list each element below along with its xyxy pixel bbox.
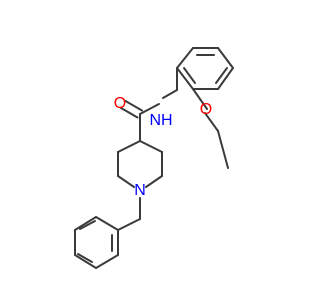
bond-benzyl-methylene-aryl <box>117 218 141 231</box>
lower-ring-bond-6 <box>95 216 119 231</box>
piperidine-bond-6 <box>117 140 141 153</box>
upper-ring-bond-1 <box>176 47 194 69</box>
bond-ethyl-2 <box>217 130 229 169</box>
upper-ring-double-bond-inner-3 <box>183 67 196 84</box>
bond-carbonyl-carbon-nitrogen <box>139 103 160 115</box>
upper-ring-bond-3 <box>217 47 234 69</box>
piperidine-bond-1 <box>139 140 163 153</box>
amide-nitrogen-label: NH <box>149 112 172 129</box>
piperidine-bond-3 <box>145 175 163 188</box>
lower-ring-bond-2 <box>95 254 119 269</box>
upper-ring-double-bond-inner-2 <box>215 67 228 84</box>
bond-carbonyl-double-b <box>124 100 143 112</box>
carbonyl-oxygen-label: O <box>114 95 126 112</box>
bond-ether-oxygen-ethyl-1 <box>204 112 219 132</box>
lower-ring-bond-5 <box>74 216 97 231</box>
lower-ring-double-bond-inner-3 <box>79 220 96 230</box>
upper-ring-bond-6 <box>176 67 194 90</box>
lower-ring-double-bond-inner-2 <box>77 253 93 263</box>
molecule-canvas: O NH O N <box>74 47 234 269</box>
piperidine-nitrogen-label: N <box>134 182 146 199</box>
bond-carbonyl-double-a <box>120 107 139 119</box>
bond-nitrogen-methylene <box>162 89 178 99</box>
upper-ring-bond-4 <box>217 67 234 90</box>
piperidine-bond-4 <box>117 175 135 188</box>
lower-ring-bond-3 <box>74 254 97 269</box>
ether-oxygen-label: O <box>200 101 212 118</box>
molecule-structure: O NH O N <box>74 47 234 269</box>
bond-aryl-ether-oxygen <box>192 88 208 110</box>
